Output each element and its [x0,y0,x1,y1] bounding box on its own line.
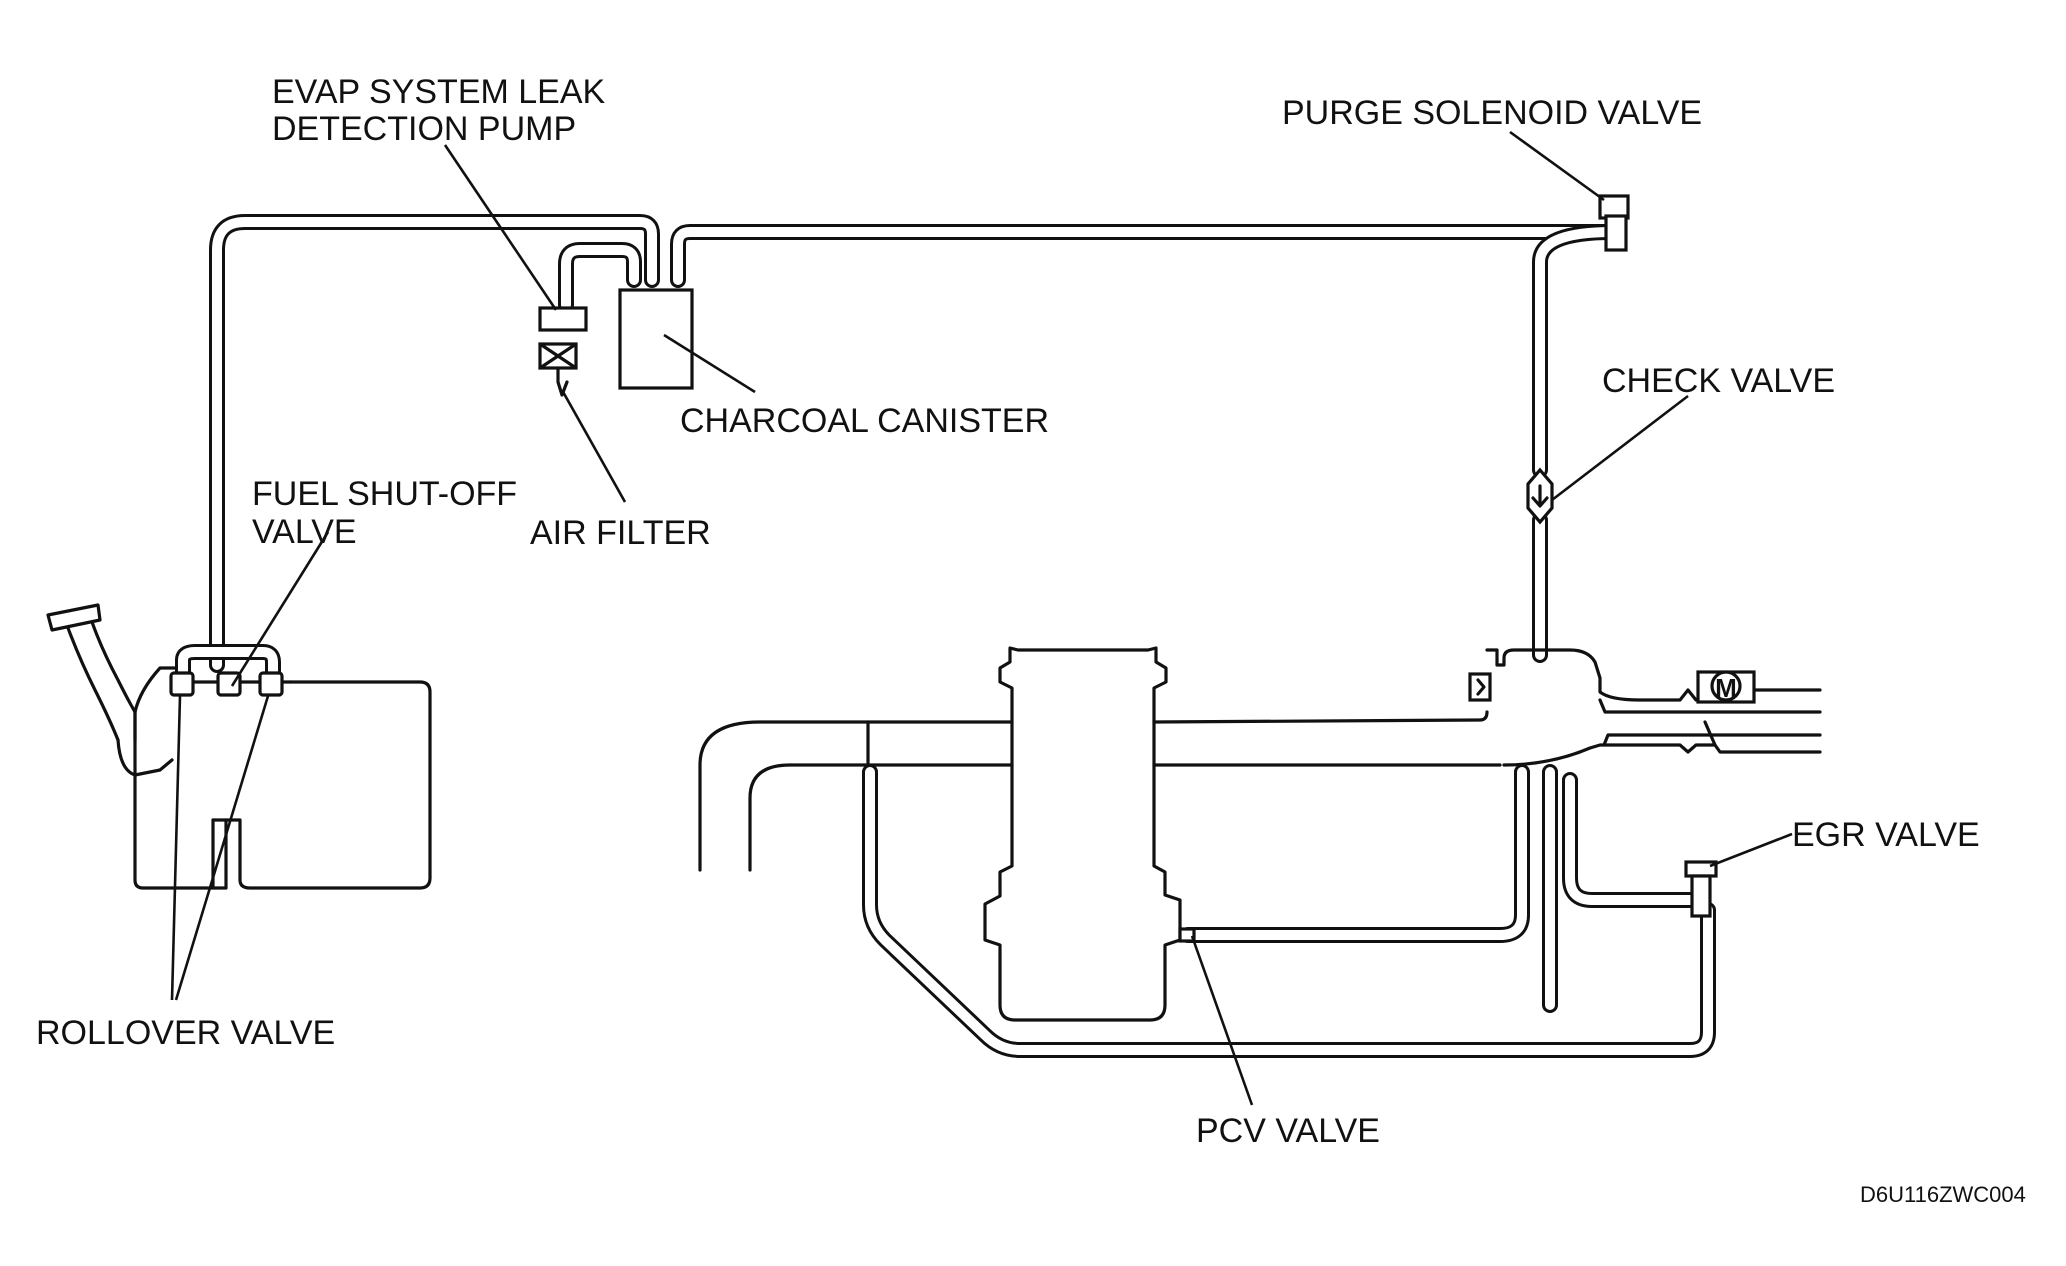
pcv-lines [862,764,1716,1058]
label-egr-valve: EGR VALVE [1792,816,1980,854]
intake-manifold [698,648,1822,872]
air-filter [538,342,578,397]
leak-detection-pump [538,306,588,332]
label-fuel-shutoff-line2: VALVE [252,513,357,551]
rollover-valve-left [169,671,195,697]
tank-valves [169,671,284,697]
leader-lines [170,130,1793,1106]
label-rollover-valve: ROLLOVER VALVE [36,1014,335,1052]
rollover-valve-right [258,671,284,697]
figure-code: D6U116ZWC004 [1860,1182,2026,1207]
charcoal-canister [618,288,694,390]
label-leak-pump-line1: EVAP SYSTEM LEAK [272,73,606,111]
label-purge-solenoid-valve: PURGE SOLENOID VALVE [1282,94,1702,132]
label-charcoal-canister: CHARCOAL CANISTER [680,402,1049,440]
label-leak-pump-line2: DETECTION PUMP [272,110,576,148]
hose-network [175,214,1620,686]
pcv-valve [1178,927,1196,943]
labels: EVAP SYSTEM LEAK DETECTION PUMP PURGE SO… [36,73,2026,1207]
motor-symbol: M [1715,673,1737,703]
intake-fitting [1468,672,1492,702]
fuel-shutoff-valve [216,671,242,697]
label-check-valve: CHECK VALVE [1602,362,1835,400]
engine-block [983,646,1182,1022]
egr-valve [1684,860,1718,918]
throttle-motor: M [1696,670,1756,704]
label-fuel-shutoff-line1: FUEL SHUT-OFF [252,475,517,513]
purge-solenoid-valve [1598,194,1630,252]
label-pcv-valve: PCV VALVE [1196,1112,1380,1150]
label-air-filter: AIR FILTER [530,514,711,552]
check-valve [1526,467,1554,525]
